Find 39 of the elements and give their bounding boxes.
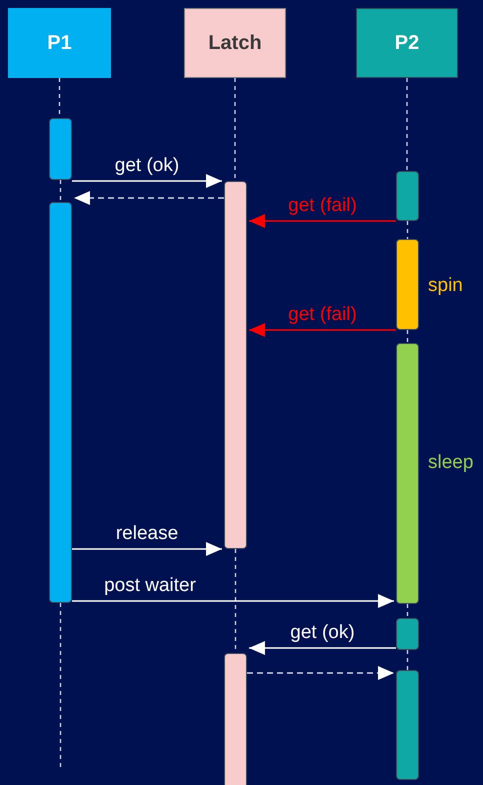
message-label: release [116, 523, 178, 545]
message-arrow [72, 174, 222, 188]
participant-name: P1 [47, 32, 72, 54]
message-arrow [247, 666, 394, 680]
participant-name: P2 [394, 32, 420, 54]
message-label: get (fail) [288, 195, 357, 217]
lifeline [60, 603, 62, 770]
lifeline [406, 330, 408, 343]
message-label: get (fail) [288, 304, 357, 326]
lifeline [234, 78, 236, 181]
activation-bar [396, 343, 419, 604]
activation-bar [49, 118, 72, 180]
activation-bar [396, 239, 419, 330]
lifeline [406, 78, 408, 171]
participant-box [184, 8, 286, 78]
activation-bar [396, 171, 419, 221]
participant-name: Latch [208, 32, 262, 54]
state-label: spin [428, 275, 463, 297]
state-label: sleep [428, 452, 474, 474]
activation-bar [224, 653, 247, 785]
message-arrow [72, 542, 222, 556]
lifeline [406, 650, 408, 670]
message-arrow [74, 191, 224, 205]
message-label: post waiter [104, 575, 196, 597]
message-label: get (ok) [114, 155, 180, 177]
message-arrow [72, 594, 394, 608]
activation-bar [224, 181, 247, 549]
lifeline [406, 604, 408, 618]
message-arrow [249, 641, 396, 655]
activation-bar [396, 670, 419, 780]
message-arrow [249, 323, 396, 337]
message-arrow [249, 214, 396, 228]
lifeline [406, 221, 408, 239]
activation-bar [49, 202, 72, 603]
lifeline [60, 180, 62, 202]
message-label: get (ok) [290, 622, 355, 644]
participant-box [356, 8, 458, 78]
participant-box [8, 8, 111, 78]
activation-bar [396, 618, 419, 650]
